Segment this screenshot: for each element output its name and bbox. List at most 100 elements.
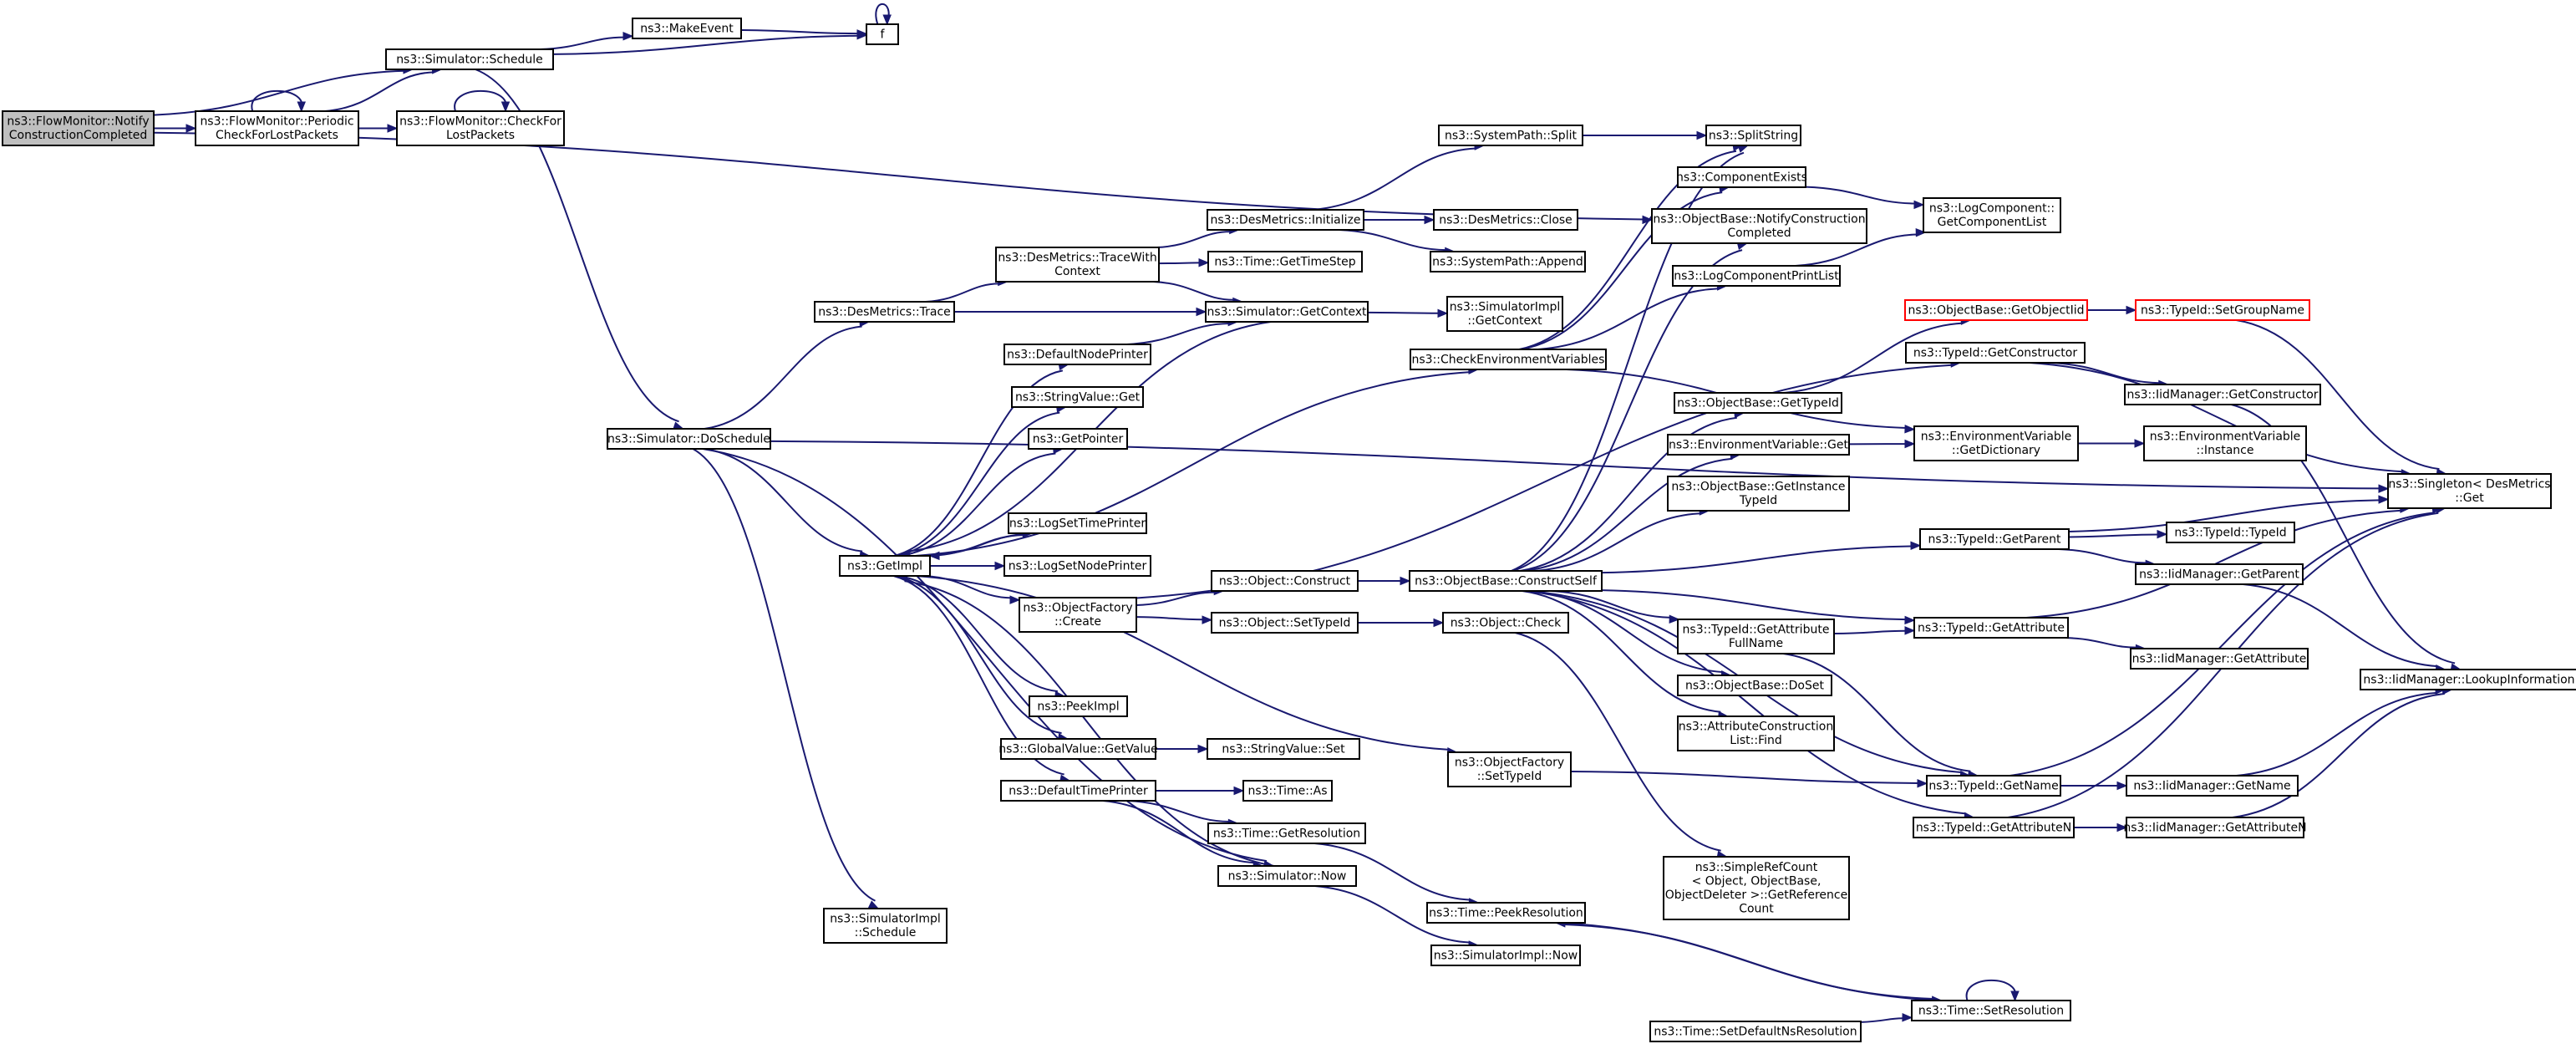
node-peekres[interactable]: ns3::Time::PeekResolution — [1426, 902, 1586, 924]
node-iidgetname[interactable]: ns3::IidManager::GetName — [2126, 775, 2299, 797]
node-periodic[interactable]: ns3::FlowMonitor::PeriodicCheckForLostPa… — [195, 110, 359, 146]
node-typeidgetattrn[interactable]: ns3::TypeId::GetAttributeN — [1913, 817, 2075, 838]
node-box — [2126, 817, 2304, 838]
edge-sysplit-to-splitstring — [1583, 130, 1708, 140]
node-box — [632, 18, 742, 39]
node-label: ns3::DesMetrics::Trace — [818, 305, 951, 318]
node-typeidgetconstructor[interactable]: ns3::TypeId::GetConstructor — [1905, 342, 2086, 364]
node-objsettypeid[interactable]: ns3::Object::SetTypeId — [1211, 612, 1359, 634]
node-box — [1911, 1000, 2071, 1021]
node-doschedule[interactable]: ns3::Simulator::DoSchedule — [607, 428, 771, 450]
node-root[interactable]: ns3::FlowMonitor::NotifyConstructionComp… — [2, 110, 155, 146]
node-box — [2143, 425, 2307, 461]
node-sysplit[interactable]: ns3::SystemPath::Split — [1438, 125, 1583, 146]
node-typeidgetname[interactable]: ns3::TypeId::GetName — [1926, 775, 2061, 797]
node-box — [607, 428, 771, 450]
node-logsettime[interactable]: ns3::LogSetTimePrinter — [1008, 512, 1147, 534]
edge-makeevent-to-f — [740, 28, 868, 38]
node-typeidgetparent[interactable]: ns3::TypeId::GetParent — [1919, 528, 2070, 550]
node-sysappend[interactable]: ns3::SystemPath::Append — [1430, 251, 1586, 272]
node-stringvalueget[interactable]: ns3::StringValue::Get — [1011, 386, 1144, 408]
edge-globalvalueget-to-stringvalueset — [1156, 744, 1209, 754]
node-box — [839, 555, 931, 577]
node-label: ns3::TypeId::GetAttributeN — [1916, 821, 2071, 834]
node-envinstance[interactable]: ns3::EnvironmentVariable::Instance — [2143, 425, 2307, 461]
node-logcompget[interactable]: ns3::LogComponent::GetComponentList — [1923, 197, 2061, 233]
node-schedule[interactable]: ns3::Simulator::Schedule — [385, 48, 554, 70]
node-simimplnow[interactable]: ns3::SimulatorImpl::Now — [1430, 945, 1581, 966]
node-checkenv[interactable]: ns3::CheckEnvironmentVariables — [1410, 349, 1607, 370]
node-box — [1677, 715, 1835, 751]
node-constructself[interactable]: ns3::ObjectBase::ConstructSelf — [1409, 570, 1603, 592]
node-envget[interactable]: ns3::EnvironmentVariable::Get — [1667, 434, 1850, 456]
node-label: f — [881, 28, 886, 41]
node-objfactcreate[interactable]: ns3::ObjectFactory::Create — [1019, 597, 1137, 633]
node-setdefaultns[interactable]: ns3::Time::SetDefaultNsResolution — [1649, 1021, 1862, 1042]
node-timeas[interactable]: ns3::Time::As — [1242, 780, 1333, 802]
node-label: ns3::StringValue::Get — [1015, 390, 1141, 404]
node-makeevent[interactable]: ns3::MakeEvent — [632, 18, 742, 39]
node-envgetdict[interactable]: ns3::EnvironmentVariable::GetDictionary — [1913, 425, 2079, 461]
node-box — [2, 110, 155, 146]
node-desminit[interactable]: ns3::DesMetrics::Initialize — [1207, 209, 1364, 231]
node-typeidgetattr[interactable]: ns3::TypeId::GetAttribute — [1913, 617, 2069, 639]
node-timegetres[interactable]: ns3::Time::GetResolution — [1207, 822, 1366, 844]
node-desmclose[interactable]: ns3::DesMetrics::Close — [1433, 209, 1578, 231]
node-label: ns3::TypeId::GetAttribute — [1918, 621, 2065, 634]
node-getimpl[interactable]: ns3::GetImpl — [839, 555, 931, 577]
node-objconstruct[interactable]: ns3::Object::Construct — [1211, 570, 1359, 592]
node-getobjectiid[interactable]: ns3::ObjectBase::GetObjectIid — [1904, 299, 2088, 321]
node-logprintlist[interactable]: ns3::LogComponentPrintList — [1672, 265, 1841, 287]
node-iidgetconstructor[interactable]: ns3::IidManager::GetConstructor — [2124, 384, 2321, 405]
node-obdoset[interactable]: ns3::ObjectBase::DoSet — [1677, 675, 1832, 696]
node-objfactsettypeid[interactable]: ns3::ObjectFactory::SetTypeId — [1447, 751, 1572, 787]
node-lookupinfo[interactable]: ns3::IidManager::LookupInformation — [2360, 669, 2576, 690]
node-box — [1677, 619, 1835, 654]
node-splitstring[interactable]: ns3::SplitString — [1705, 125, 1801, 146]
node-f[interactable]: f — [866, 23, 899, 45]
node-box — [823, 908, 948, 944]
node-notifyconstr[interactable]: ns3::ObjectBase::NotifyConstructionCompl… — [1651, 208, 1867, 244]
node-peekimpl[interactable]: ns3::PeekImpl — [1029, 695, 1128, 717]
node-label: ns3::EnvironmentVariable — [2150, 430, 2301, 444]
node-obgettypeid[interactable]: ns3::ObjectBase::GetTypeId — [1674, 392, 1842, 414]
node-singletonget[interactable]: ns3::Singleton< DesMetrics::Get — [2387, 473, 2552, 509]
call-nodes: ns3::FlowMonitor::NotifyConstructionComp… — [2, 18, 2576, 1042]
node-label: ConstructionCompleted — [9, 129, 148, 142]
node-gettimestep[interactable]: ns3::Time::GetTimeStep — [1207, 251, 1363, 272]
node-typeidtypeid[interactable]: ns3::TypeId::TypeId — [2166, 522, 2295, 543]
node-setgroupname[interactable]: ns3::TypeId::SetGroupName — [2135, 299, 2310, 321]
node-setres[interactable]: ns3::Time::SetResolution — [1911, 1000, 2071, 1021]
node-iidgetattr[interactable]: ns3::IidManager::GetAttribute — [2130, 648, 2309, 670]
node-label: ::Get — [2455, 491, 2484, 505]
node-simnow[interactable]: ns3::Simulator::Now — [1217, 865, 1357, 887]
node-simplerefcount[interactable]: ns3::SimpleRefCount< Object, ObjectBase,… — [1663, 856, 1850, 920]
node-desmtrace[interactable]: ns3::DesMetrics::Trace — [814, 301, 955, 323]
node-label: ObjectDeleter >::GetReference — [1665, 889, 1847, 902]
node-getpointer[interactable]: ns3::GetPointer — [1028, 428, 1128, 450]
node-iidgetattrn[interactable]: ns3::IidManager::GetAttributeN — [2123, 817, 2307, 838]
node-logsetnode[interactable]: ns3::LogSetNodePrinter — [1003, 555, 1151, 577]
node-getcontext[interactable]: ns3::Simulator::GetContext — [1205, 301, 1369, 323]
node-box — [1447, 751, 1572, 787]
node-iidgetparent[interactable]: ns3::IidManager::GetParent — [2135, 563, 2304, 585]
node-box — [1207, 251, 1363, 272]
node-globalvalueget[interactable]: ns3::GlobalValue::GetValue — [998, 738, 1158, 760]
node-defaultnodeprinter[interactable]: ns3::DefaultNodePrinter — [1003, 344, 1151, 365]
node-simimplschedule[interactable]: ns3::SimulatorImpl::Schedule — [823, 908, 948, 944]
node-simimplgetcontext[interactable]: ns3::SimulatorImpl::GetContext — [1446, 296, 1563, 332]
node-checkfor[interactable]: ns3::FlowMonitor::CheckForLostPackets — [396, 110, 565, 146]
edge-constructself-to-attrconstrfind — [1522, 590, 1730, 721]
edge-getcontext-to-simimplgetcontext — [1367, 308, 1449, 318]
node-stringvalueset[interactable]: ns3::StringValue::Set — [1207, 738, 1360, 760]
node-objcheck[interactable]: ns3::Object::Check — [1442, 612, 1569, 634]
node-defaulttimeprinter[interactable]: ns3::DefaultTimePrinter — [1000, 780, 1156, 802]
edge-getimpl-to-checkenv — [915, 365, 1480, 557]
node-compexists[interactable]: ns3::ComponentExists — [1676, 166, 1807, 188]
edge-iidgetattrn-to-lookupinfo — [2232, 685, 2453, 818]
node-label: ns3::Singleton< DesMetrics — [2388, 478, 2550, 491]
